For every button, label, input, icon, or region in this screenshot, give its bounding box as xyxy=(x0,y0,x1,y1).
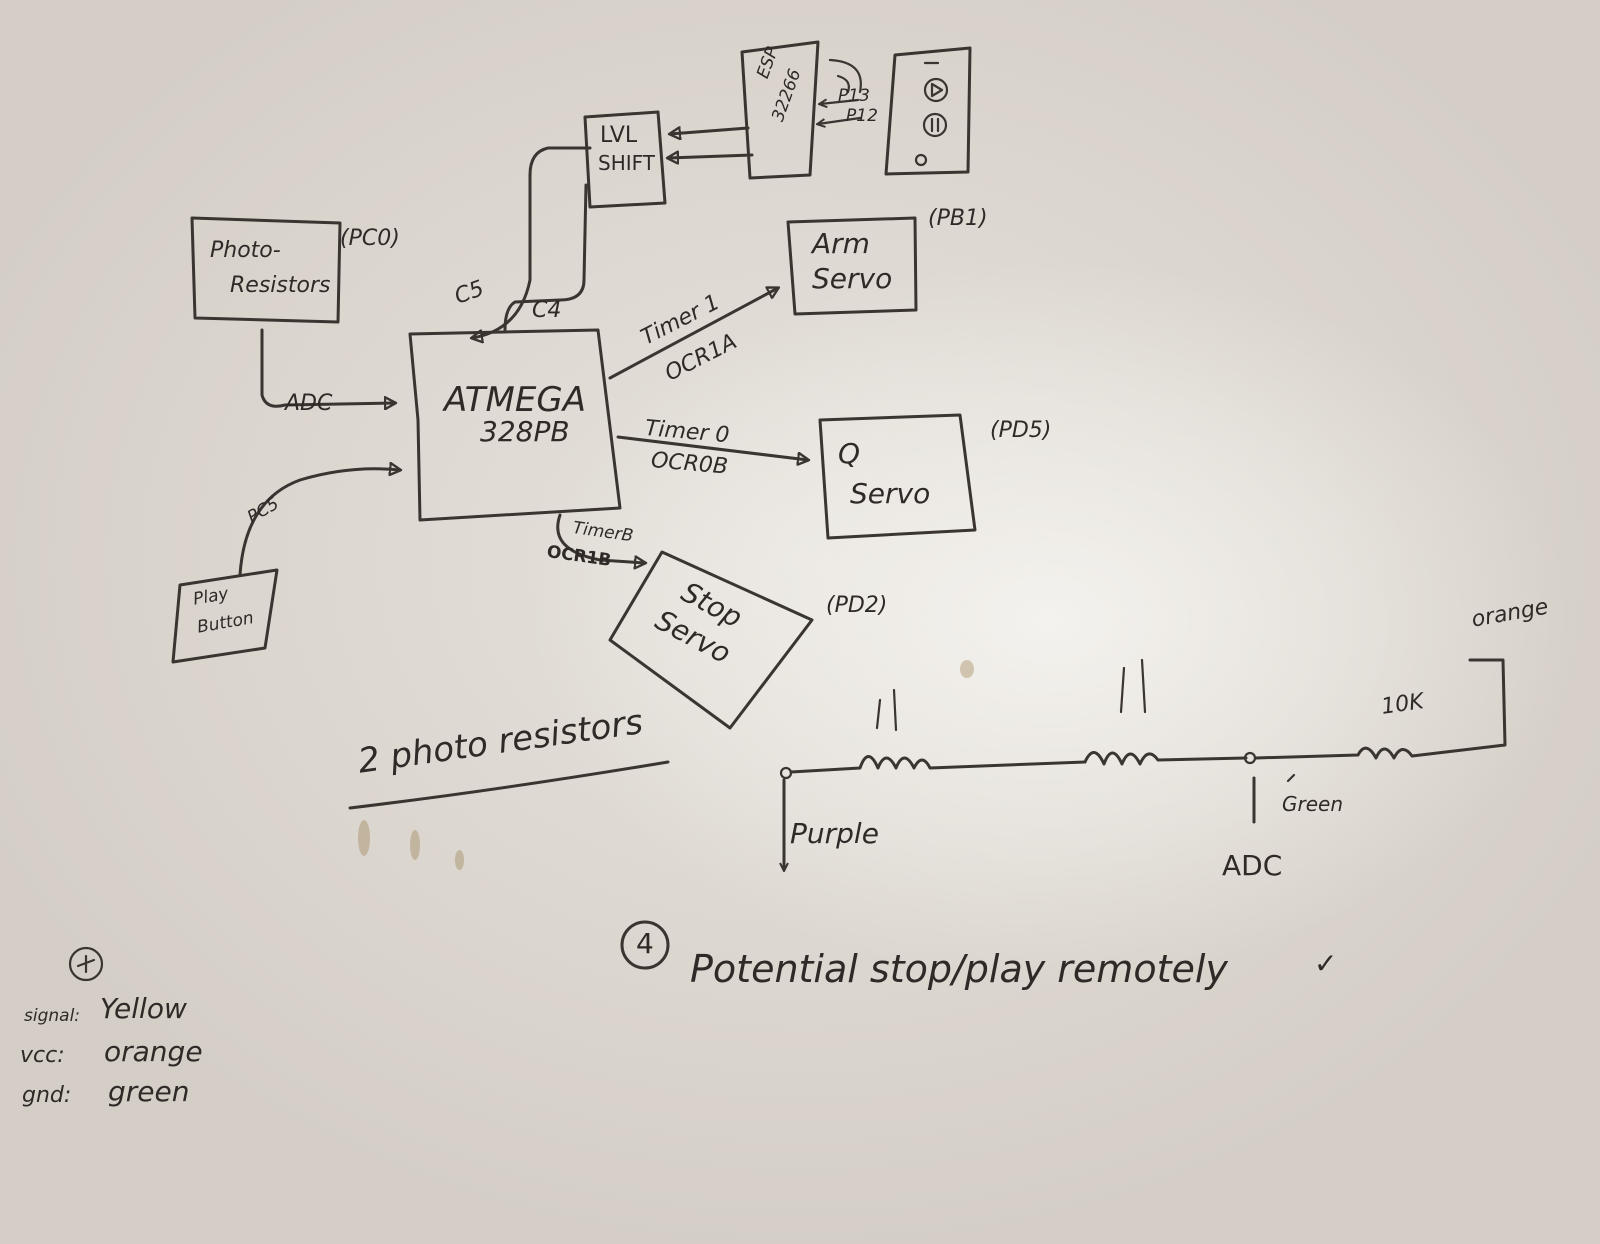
arm-servo-pin: (PB1) xyxy=(928,206,988,231)
legend-gnd-label: gnd: xyxy=(22,1083,72,1108)
p13-wire xyxy=(820,100,860,104)
photo-resistors-box xyxy=(190,216,342,324)
stain-mark xyxy=(960,660,974,678)
photo-resistors-label-2: Resistors xyxy=(230,273,331,298)
resistor-3 xyxy=(1254,658,1507,760)
purple-label: Purple xyxy=(790,817,879,850)
lvl-shift-label-1: LVL xyxy=(600,123,638,148)
p12-label: P12 xyxy=(846,106,878,126)
q-servo-box xyxy=(818,413,977,540)
legend-signal-label: signal: xyxy=(24,1006,81,1026)
remote-signal-arcs xyxy=(828,58,862,94)
green-label: Green xyxy=(1282,792,1344,816)
stop-servo-box xyxy=(608,550,814,730)
stop-servo-pin: (PD2) xyxy=(826,593,888,618)
photo-resistors-label-1: Photo- xyxy=(210,238,281,263)
adc-wire-label: ADC xyxy=(285,391,333,416)
esp-box xyxy=(740,40,820,180)
arm-servo-label-2: Servo xyxy=(812,262,893,295)
item-number-circle xyxy=(620,920,670,970)
stain-mark xyxy=(358,820,370,856)
legend-vcc-label: vcc: xyxy=(20,1043,65,1068)
q-servo-label-2: Servo xyxy=(850,477,931,510)
resistor-1-marks xyxy=(875,658,1147,732)
resistor-1 xyxy=(789,755,1087,774)
check-mark: ✓ xyxy=(1314,947,1338,980)
p13-label: P13 xyxy=(838,86,870,106)
legend-vcc-value: orange xyxy=(104,1035,203,1068)
play-button-box xyxy=(171,568,279,664)
timerb-wire xyxy=(556,513,645,563)
timer0-wire xyxy=(616,435,808,460)
remote-box xyxy=(884,46,972,176)
q-servo-pin: (PD5) xyxy=(990,418,1052,443)
arm-servo-box xyxy=(786,216,918,316)
circle-symbol xyxy=(914,153,928,167)
atmega-box xyxy=(408,328,622,522)
green-tick xyxy=(1286,773,1296,783)
stain-mark xyxy=(410,830,420,860)
pause-symbol xyxy=(922,112,948,138)
caption-underline xyxy=(348,760,670,810)
esp-to-lvl-wire-1 xyxy=(670,128,750,134)
potential-note: Potential stop/play remotely xyxy=(690,947,1228,991)
legend-signal-value: Yellow xyxy=(100,992,187,1025)
c5-wire xyxy=(472,146,592,338)
adc-wire xyxy=(260,328,395,406)
adc-label: ADC xyxy=(1222,849,1283,882)
p12-wire xyxy=(818,116,862,124)
arm-servo-label-1: Arm xyxy=(812,227,870,260)
c4-label: C4 xyxy=(532,298,562,323)
legend-marker-circle xyxy=(68,946,104,982)
esp-to-lvl-wire-2 xyxy=(668,155,754,158)
atmega-label-1: ATMEGA xyxy=(444,380,586,420)
stain-mark xyxy=(455,850,464,870)
q-servo-label-1: Q xyxy=(838,437,861,470)
photo-resistors-pin: (PC0) xyxy=(340,226,400,251)
resistor-2 xyxy=(1083,751,1248,766)
lvl-shift-box xyxy=(583,110,667,209)
pc5-wire xyxy=(238,469,400,577)
purple-terminal xyxy=(779,766,793,780)
play-symbol xyxy=(923,77,949,103)
legend-gnd-value: green xyxy=(108,1075,190,1108)
item-number: 4 xyxy=(636,927,654,960)
timer1-wire xyxy=(608,288,778,380)
atmega-label-2: 328PB xyxy=(480,415,570,448)
resistor-value-label: 10K xyxy=(1379,689,1426,720)
lvl-shift-label-2: SHIFT xyxy=(598,151,656,175)
c4-wire xyxy=(503,183,588,332)
